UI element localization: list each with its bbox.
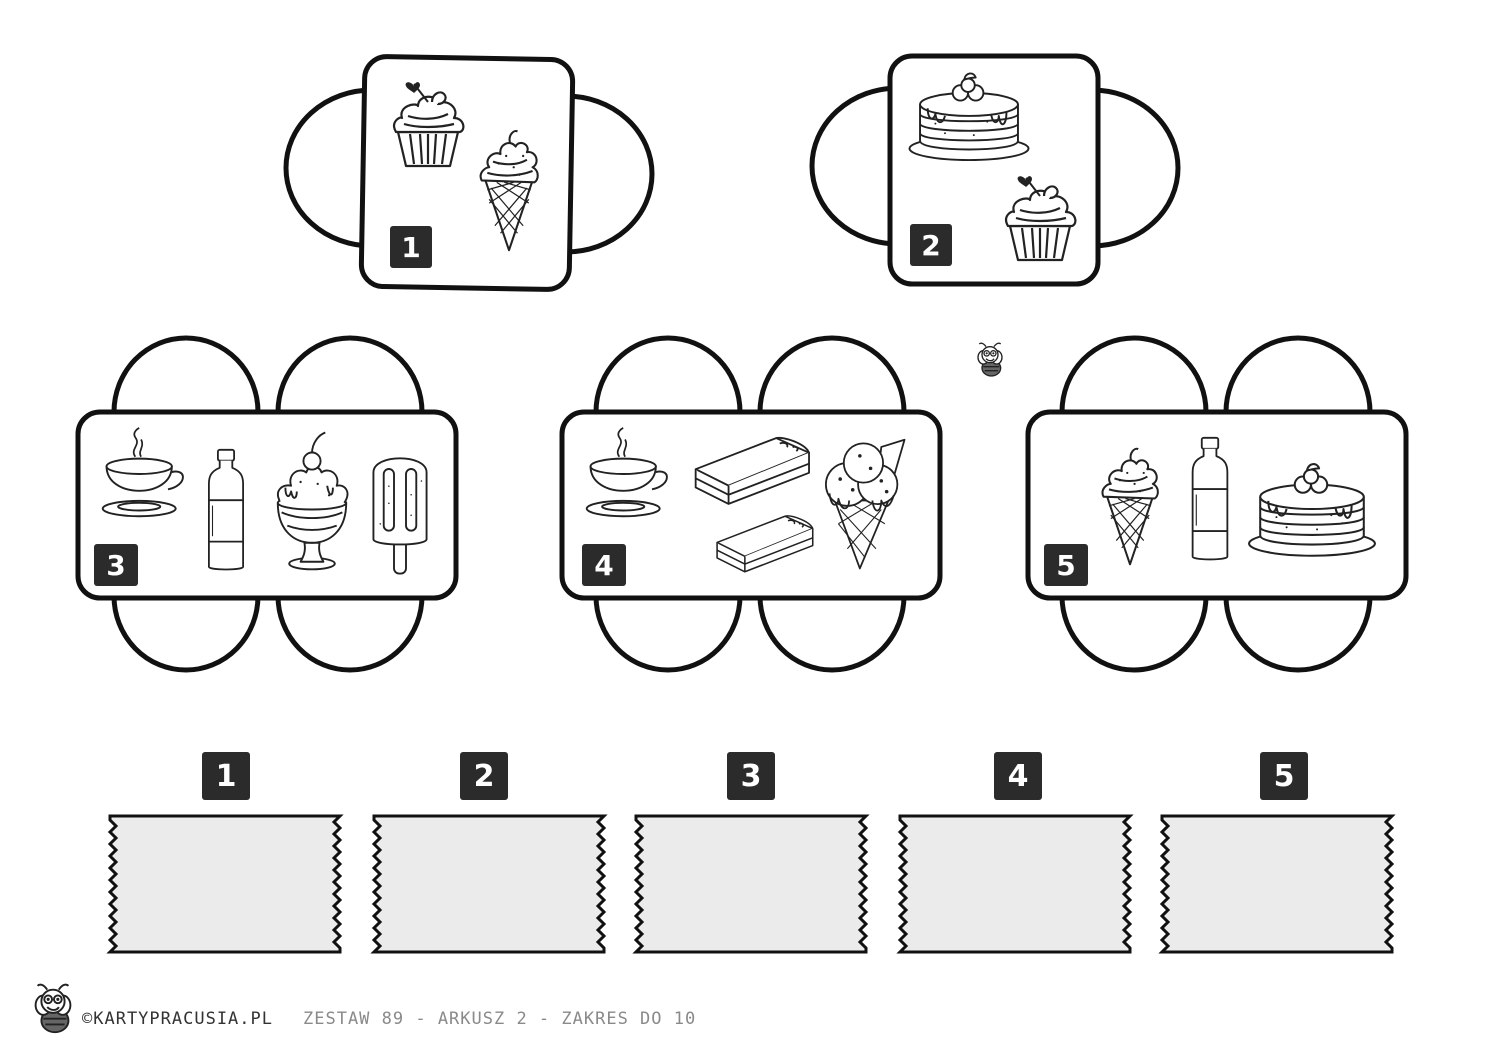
- answer-box-1[interactable]: [106, 814, 344, 954]
- table-2: [809, 53, 1181, 287]
- footer-set-info: ZESTAW 89 - ARKUSZ 2 - ZAKRES DO 10: [303, 1009, 697, 1029]
- table-number-badge-3: 3: [94, 544, 138, 586]
- answer-box-2[interactable]: [370, 814, 608, 954]
- footer: ©KARTYPRACUSIA.PL ZESTAW 89 - ARKUSZ 2 -…: [82, 1006, 696, 1032]
- table-number-badge-4: 4: [582, 544, 626, 586]
- answer-number-badge-2: 2: [460, 752, 508, 800]
- bee-mascot-icon: [34, 983, 72, 1034]
- answer-box-4[interactable]: [896, 814, 1134, 954]
- answer-number-badge-1: 1: [202, 752, 250, 800]
- answer-number-badge-3: 3: [727, 752, 775, 800]
- answer-box-5[interactable]: [1158, 814, 1396, 954]
- bee-icon: [977, 342, 1003, 377]
- table-number-badge-2: 2: [910, 224, 952, 266]
- answer-boxes: [106, 814, 1396, 954]
- table-number-badge-1: 1: [390, 226, 432, 268]
- table-1: [283, 54, 655, 292]
- answer-number-badge-5: 5: [1260, 752, 1308, 800]
- table-4: [559, 335, 943, 673]
- table-5: [1025, 335, 1409, 673]
- answer-number-badge-4: 4: [994, 752, 1042, 800]
- answer-box-3[interactable]: [632, 814, 870, 954]
- footer-brand[interactable]: ©KARTYPRACUSIA.PL: [82, 1009, 273, 1029]
- table-number-badge-5: 5: [1044, 544, 1088, 586]
- table-top: [75, 409, 459, 601]
- table-3: [75, 335, 459, 673]
